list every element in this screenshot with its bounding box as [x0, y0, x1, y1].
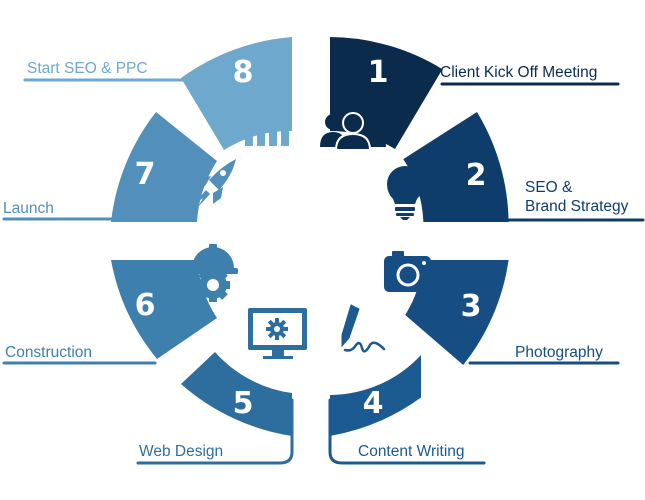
step-6-label: Construction [5, 344, 92, 361]
pen-icon [341, 304, 386, 353]
step-5-label: Web Design [139, 443, 223, 460]
step-3-arc [405, 260, 509, 365]
step-1-segment: 1 [330, 37, 443, 149]
step-4-segment: 4 [330, 355, 421, 436]
growth-chart-icon [244, 101, 291, 146]
step-4-arc [330, 355, 421, 436]
step-7-segment: 7 [111, 112, 217, 222]
step-4-label: Content Writing [358, 443, 465, 460]
step-3-segment: 3 [405, 260, 509, 365]
step-1-number: 1 [368, 55, 389, 90]
hardhat-gear-icon [188, 244, 238, 302]
step-6-number: 6 [135, 288, 156, 323]
step-6-segment: 6 [111, 260, 217, 359]
step-7-label: Launch [3, 200, 54, 217]
step-7-number: 7 [135, 157, 156, 192]
step-6-arc [111, 260, 217, 359]
step-5-segment: 5 [181, 352, 292, 436]
step-8-segment: 8 [181, 37, 292, 150]
step-3-number: 3 [461, 289, 482, 324]
step-4-number: 4 [363, 386, 384, 421]
step-5-arc [181, 352, 292, 436]
lightbulb-icon [387, 166, 423, 220]
step-2-label-line-1: SEO & [525, 179, 573, 196]
camera-icon [384, 251, 431, 292]
monitor-gear-icon [248, 308, 307, 359]
step-1-arc [330, 37, 443, 149]
step-2-arc [403, 112, 509, 222]
step-1-label: Client Kick Off Meeting [440, 64, 597, 81]
step-7-arc [111, 112, 217, 222]
step-2-segment: 2 [403, 112, 509, 222]
step-8-label: Start SEO & PPC [27, 60, 148, 77]
step-5-number: 5 [233, 386, 254, 421]
step-8-number: 8 [233, 55, 254, 90]
step-5-leader [136, 398, 294, 465]
step-2-number: 2 [466, 158, 487, 193]
team-icon [320, 112, 386, 151]
rocket-icon [193, 159, 236, 207]
step-8-arc [181, 37, 292, 150]
step-2-label-line-2: Brand Strategy [525, 198, 629, 215]
step-3-label: Photography [515, 344, 603, 361]
step-4-leader [328, 398, 486, 465]
